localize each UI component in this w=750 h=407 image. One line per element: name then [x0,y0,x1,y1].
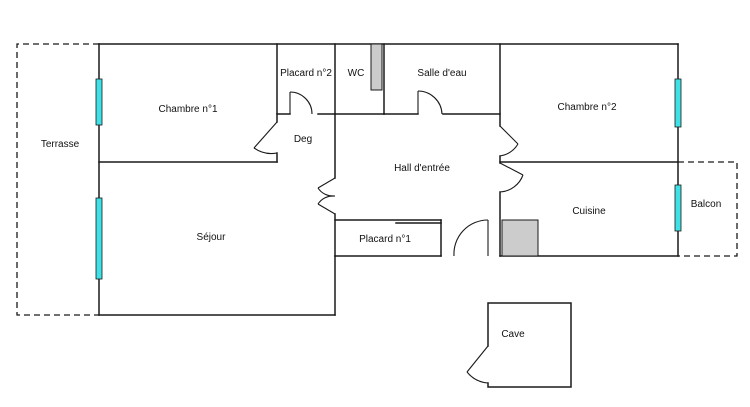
label-placard2: Placard n°2 [280,68,332,79]
label-wc: WC [348,68,365,79]
label-sejour: Séjour [197,232,227,243]
label-chambre1: Chambre n°1 [158,104,217,115]
label-hall: Hall d'entrée [394,163,450,174]
window-chambre2 [674,78,682,128]
label-cave: Cave [501,329,525,340]
balcon-outline [678,161,738,257]
window-cuisine [674,184,682,232]
exterior-walls [98,43,679,316]
label-chambre2: Chambre n°2 [557,102,616,113]
label-placard1: Placard n°1 [359,234,411,245]
label-balcon: Balcon [691,199,722,210]
window-sejour [95,197,103,280]
label-terrasse: Terrasse [41,139,80,150]
interior-walls [98,43,679,257]
kitchen-counter [501,219,539,257]
windows [95,78,682,280]
label-cuisine: Cuisine [572,206,606,217]
doors [253,90,524,257]
window-chambre1 [95,78,103,126]
label-deg: Deg [294,134,312,145]
cave [466,302,572,388]
label-salle-eau: Salle d'eau [417,68,466,79]
terrasse-outline [16,43,99,316]
wc-tank [370,43,383,91]
